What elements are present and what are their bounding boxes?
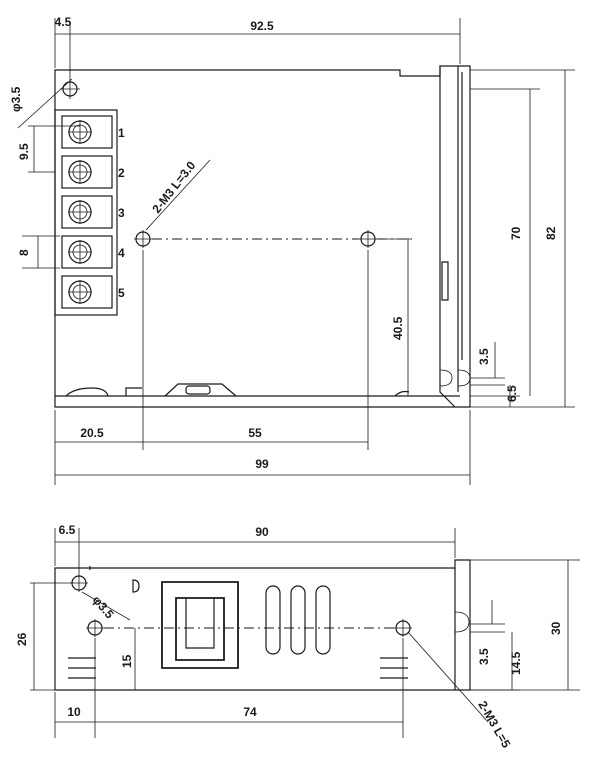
dim-overall-width-top: 92.5 [250,19,274,33]
dim-side-hole-height: 15 [120,654,134,668]
dim-bottom-left: 20.5 [80,426,104,440]
dim-side-slot-bottom: 14.5 [509,651,523,675]
dim-side-slot-height: 3.5 [477,648,491,665]
terminal-5 [61,275,113,309]
terminal-label-4: 4 [118,246,125,260]
dim-side-left-offset: 6.5 [59,523,76,537]
dim-side-bottom-span: 74 [243,705,257,719]
terminal-label-2: 2 [118,166,125,180]
top-view: 1 2 3 4 5 4.5 92.5 φ3.5 [9,15,575,485]
vent-slots [265,585,331,655]
dim-thread-spec: 2-M3 L=3.0 [149,158,198,215]
terminal-label-1: 1 [118,126,125,140]
dim-side-height-overall: 30 [549,621,563,635]
terminal-4 [61,235,113,269]
terminal-2 [61,155,113,189]
dim-side-thread-spec: 2-M3 L=5 [475,699,513,751]
side-view-outline [54,559,471,691]
dim-side-top-width: 90 [255,525,269,539]
dim-height-inner: 70 [509,226,523,240]
dim-slot-height: 3.5 [477,348,491,365]
side-bracket [439,66,463,408]
dim-slot-bottom: 6.5 [505,385,519,402]
threaded-hole-left [134,230,152,248]
dim-side-height-left: 26 [15,632,29,646]
dim-bottom-span: 55 [248,426,262,440]
dim-height-overall: 82 [544,226,558,240]
dim-hole-height: 40.5 [391,316,405,340]
dim-pitch: 9.5 [17,143,31,160]
threaded-hole-right [359,230,377,248]
terminal-1 [61,115,113,149]
terminal-label-3: 3 [118,206,125,220]
dim-terminal-width: 8 [17,249,31,256]
terminal-3 [61,195,113,229]
mount-hole-side [70,574,88,592]
dim-left-offset: 4.5 [55,15,72,29]
dim-overall-length: 99 [255,457,269,471]
dim-side-hole-dia: φ3.5 [90,593,117,622]
terminal-block: 1 2 3 4 5 [54,109,125,316]
side-view: 6.5 90 26 φ3.5 15 10 74 3.5 14.5 30 2-M3… [15,523,580,751]
threaded-hole-side-left [86,619,104,637]
voltage-selector-cutout [161,581,239,669]
dim-hole-dia: φ3.5 [9,86,23,112]
dim-side-bottom-left: 10 [67,705,81,719]
mount-hole-top-left [60,79,80,99]
terminal-label-5: 5 [118,286,125,300]
threaded-hole-side-right [394,619,412,637]
